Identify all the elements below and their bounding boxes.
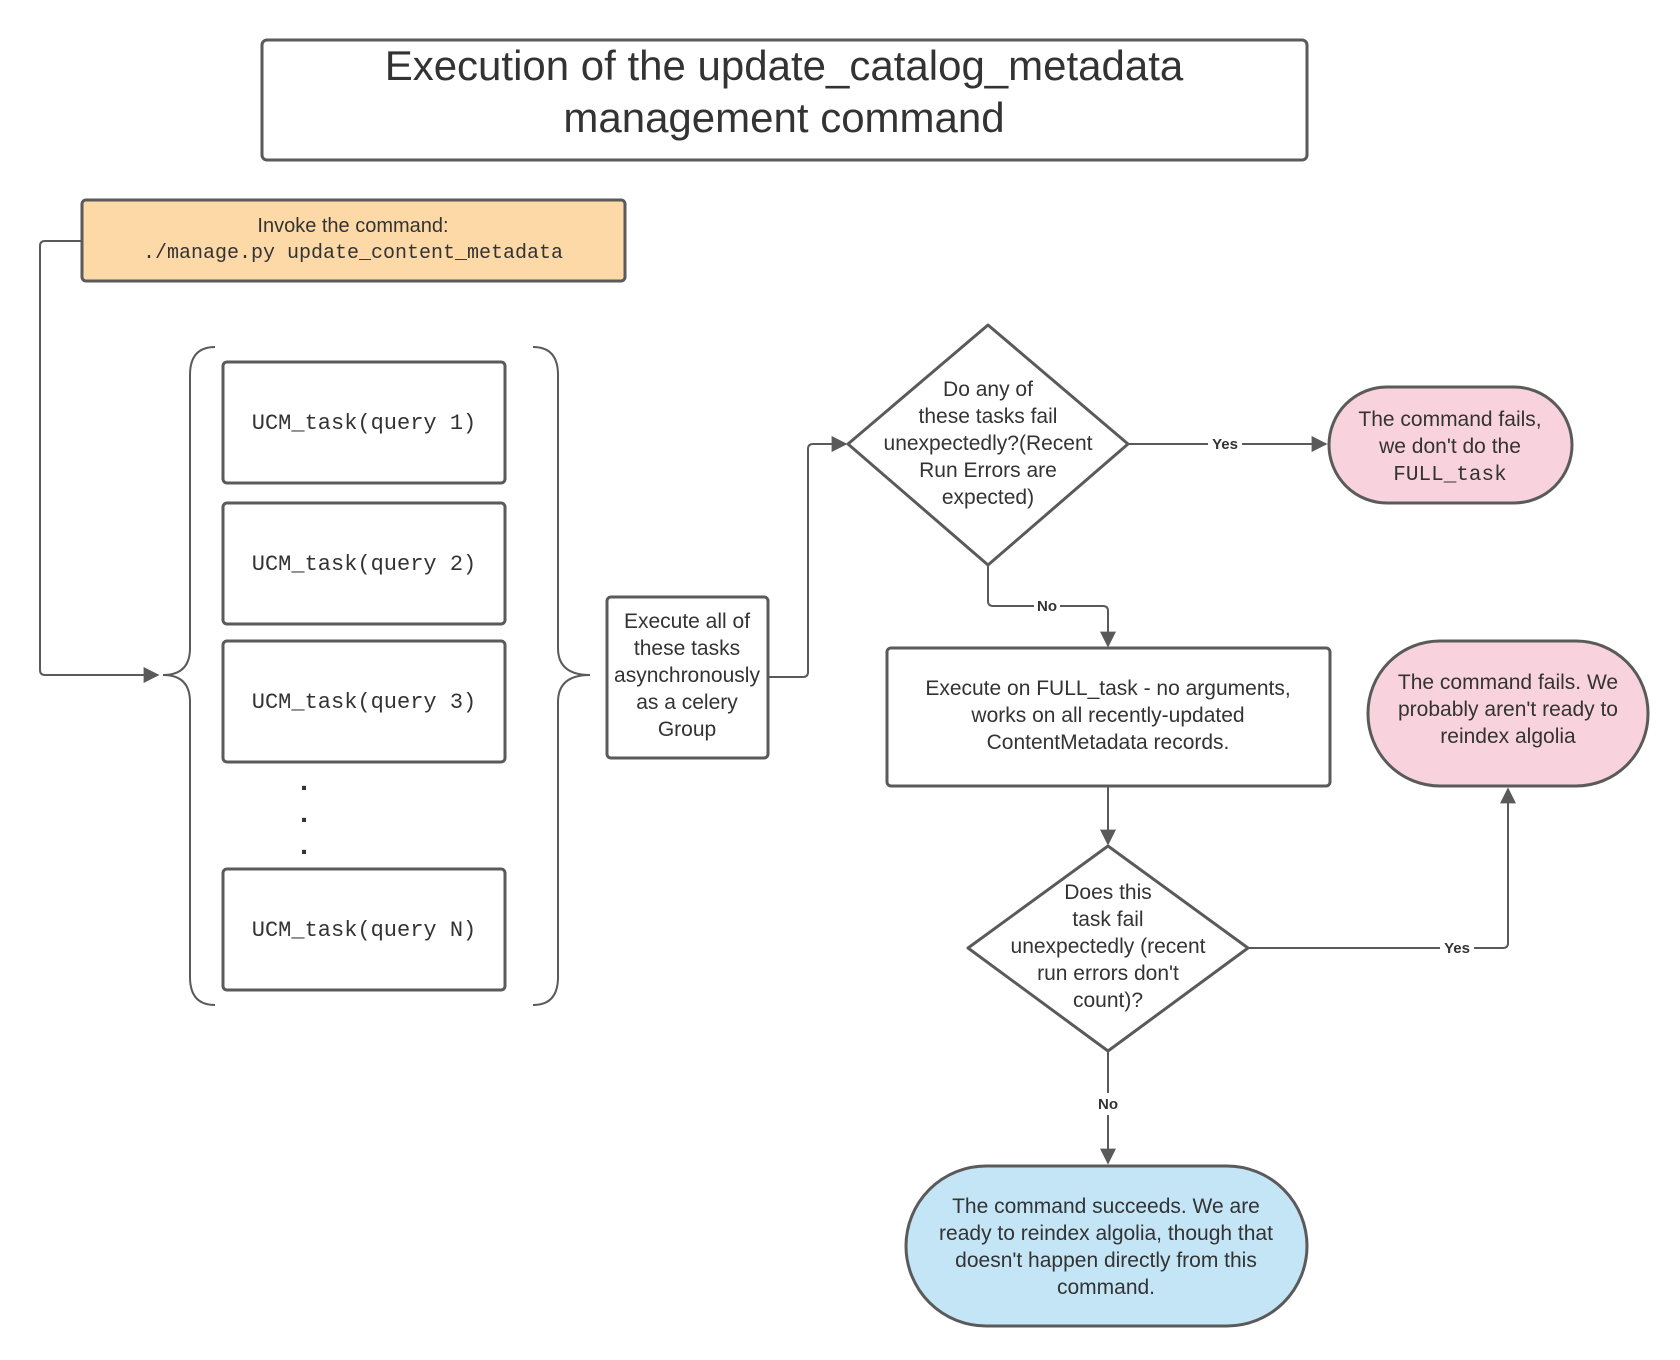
decision1-line: Do any of [943, 378, 1033, 401]
edge-group-to-decision1 [768, 436, 848, 678]
edge-label-yes: Yes [1444, 940, 1470, 957]
ellipsis-dot: . [296, 768, 313, 799]
task-box: UCM_task(query N) [221, 867, 507, 992]
edge-label-no: No [1037, 598, 1057, 615]
fail2-terminal: The command fails. We probably aren't re… [1366, 639, 1650, 788]
group-line: Group [658, 718, 716, 741]
task-box: UCM_task(query 3) [221, 639, 507, 764]
full-task-box: Execute on FULL_task - no arguments, wor… [885, 646, 1332, 788]
success-terminal: The command succeeds. We are ready to re… [904, 1164, 1309, 1328]
success-line: The command succeeds. We are [952, 1195, 1260, 1218]
decision1-line: Run Errors are [919, 459, 1057, 482]
decision1-diamond: Do any of these tasks fail unexpectedly?… [846, 323, 1130, 567]
decision2-line: Does this [1064, 881, 1152, 904]
group-line: Execute all of [624, 610, 750, 633]
invoke-command-code: ./manage.py update_content_metadata [143, 242, 563, 265]
success-line: doesn't happen directly from this [955, 1249, 1257, 1272]
task-box: UCM_task(query 1) [221, 360, 507, 485]
title-box: Execution of the update_catalog_metadata… [260, 38, 1309, 162]
full-task-line: Execute on FULL_task - no arguments, [925, 677, 1290, 700]
fail2-line: The command fails. We [1398, 671, 1618, 694]
edge-decision2-yes [1248, 787, 1516, 949]
title-line-1: Execution of the update_catalog_metadata [385, 42, 1184, 89]
fail2-line: reindex algolia [1440, 725, 1576, 748]
task-label: UCM_task(query 2) [252, 552, 476, 577]
group-line: asynchronously [614, 664, 760, 687]
invoke-command-label: Invoke the command: [257, 215, 448, 237]
title-line-2: management command [563, 94, 1004, 141]
ellipsis-dot: . [296, 832, 313, 863]
fail2-fill [1366, 639, 1650, 788]
invoke-command-fill [80, 198, 627, 283]
decision1-line: unexpectedly?(Recent [884, 432, 1093, 455]
task-label: UCM_task(query 1) [252, 411, 476, 436]
decision2-line: run errors don't [1037, 962, 1179, 985]
edge-label-no: No [1098, 1096, 1118, 1113]
decision1-line: expected) [942, 486, 1034, 509]
task-box: UCM_task(query 2) [221, 501, 507, 626]
task-label: UCM_task(query N) [252, 918, 476, 943]
decision1-line: these tasks fail [919, 405, 1058, 428]
fail1-line: we don't do the [1378, 435, 1521, 458]
fail1-code: FULL_task [1393, 464, 1506, 487]
success-line: ready to reindex algolia, though that [939, 1222, 1273, 1245]
edge-invoke-to-tasks [39, 240, 160, 683]
fail1-terminal: The command fails, we don't do the FULL_… [1327, 385, 1574, 505]
right-brace [532, 346, 591, 1006]
group-line: these tasks [634, 637, 740, 660]
group-line: as a celery [636, 691, 738, 714]
edge-label-yes: Yes [1212, 436, 1238, 453]
group-execution-box: Execute all of these tasks asynchronousl… [605, 595, 770, 760]
full-task-line: works on all recently-updated [970, 704, 1244, 727]
invoke-command-box: Invoke the command: ./manage.py update_c… [80, 198, 627, 283]
fail2-line: probably aren't ready to [1398, 698, 1618, 721]
success-fill [904, 1164, 1309, 1328]
decision2-line: task fail [1072, 908, 1143, 931]
decision2-line: count)? [1073, 989, 1143, 1012]
fail1-fill [1327, 385, 1574, 505]
decision2-diamond: Does this task fail unexpectedly (recent… [966, 844, 1250, 1053]
ellipsis-dot: . [296, 800, 313, 831]
task-label: UCM_task(query 3) [252, 690, 476, 715]
full-task-line: ContentMetadata records. [987, 731, 1230, 754]
success-line: command. [1057, 1276, 1155, 1299]
decision2-line: unexpectedly (recent [1011, 935, 1206, 958]
fail1-line: The command fails, [1358, 408, 1541, 431]
left-brace [162, 346, 216, 1006]
